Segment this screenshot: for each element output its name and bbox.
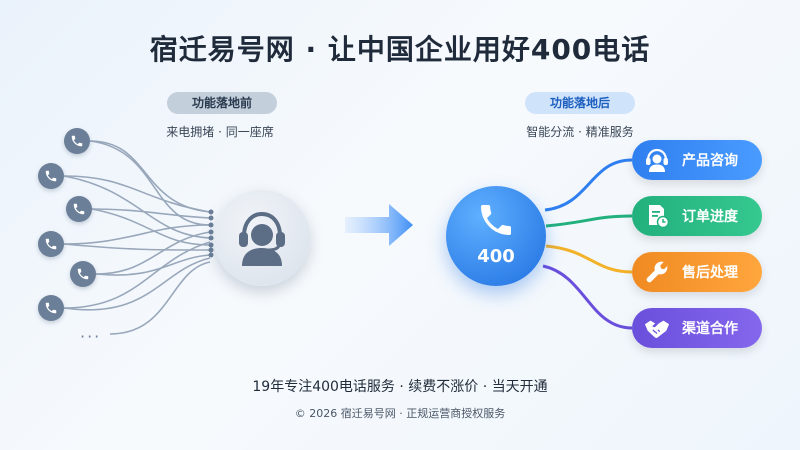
- service-after-sales: 售后处理: [632, 252, 762, 292]
- agent-headset-icon: [239, 211, 285, 266]
- wrench-icon: [644, 259, 670, 285]
- service-channel-partnership: 渠道合作: [632, 308, 762, 348]
- service-label: 渠道合作: [682, 321, 738, 337]
- service-order-progress: 订单进度: [632, 196, 762, 236]
- before-subtitle: 来电拥堵 · 同一座席: [166, 125, 274, 139]
- page-title: 宿迁易号网 · 让中国企业用好400电话: [149, 33, 651, 66]
- handshake-icon: [644, 315, 670, 341]
- service-product-consulting: 产品咨询: [632, 140, 762, 180]
- hotline-400-hub: 400: [446, 186, 546, 286]
- after-label: 功能落地后: [525, 92, 635, 114]
- headset-icon: [644, 147, 670, 173]
- service-label: 产品咨询: [682, 153, 738, 169]
- footer-tagline: 19年专注400电话服务 · 续费不涨价 · 当天开通: [252, 379, 548, 395]
- footer-copyright: © 2026 宿迁易号网 · 正规运营商授权服务: [294, 407, 506, 420]
- phone-icon: [38, 295, 64, 321]
- phone-icon: [481, 205, 511, 235]
- hub-number: 400: [477, 246, 515, 267]
- phone-icon: [38, 231, 64, 257]
- service-label: 订单进度: [682, 209, 738, 225]
- after-subtitle: 智能分流 · 精准服务: [526, 125, 634, 139]
- phone-icon: [64, 128, 90, 154]
- single-agent: [214, 190, 310, 286]
- phone-icon: [38, 163, 64, 189]
- document-clock-icon: [644, 203, 670, 229]
- service-label: 售后处理: [682, 265, 738, 281]
- more-ellipsis: ···: [80, 327, 102, 346]
- phone-icon: [70, 261, 96, 287]
- phone-icon: [66, 196, 92, 222]
- right-arrow-icon: [345, 204, 413, 246]
- before-label: 功能落地前: [167, 92, 277, 114]
